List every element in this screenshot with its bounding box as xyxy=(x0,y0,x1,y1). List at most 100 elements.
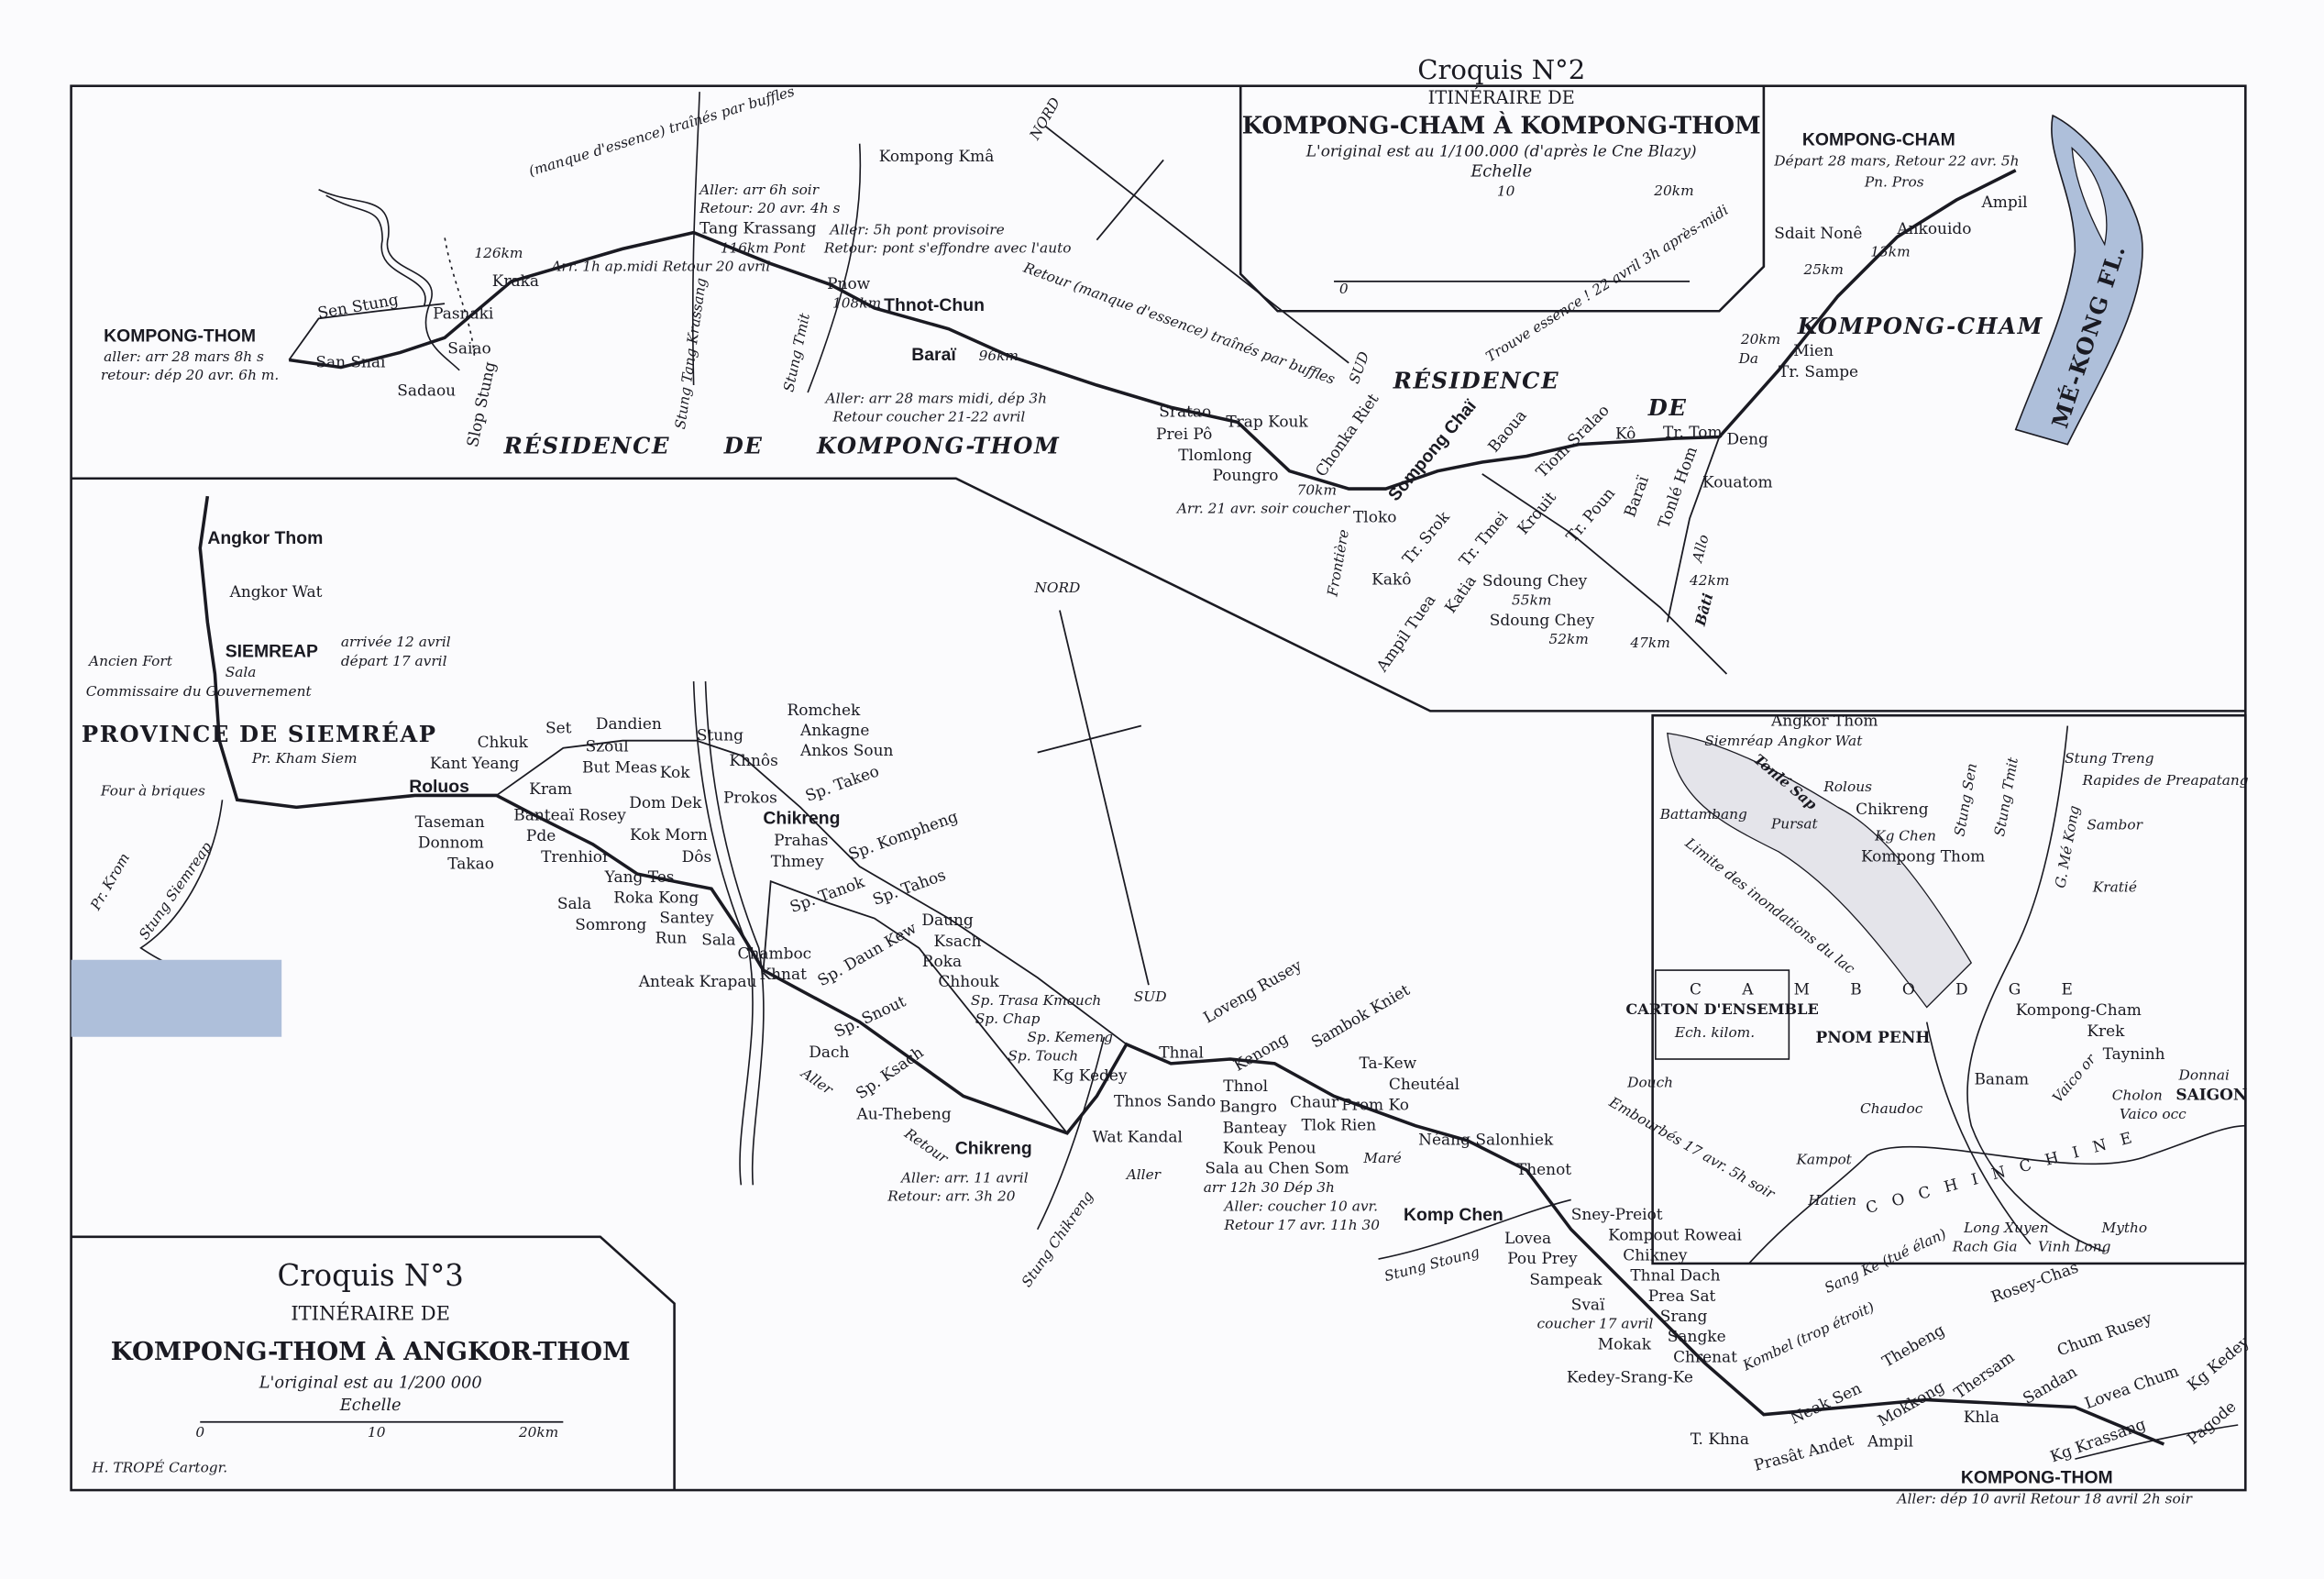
place-label: Set xyxy=(545,719,572,737)
place-label: Retour: 20 avr. 4h s xyxy=(699,200,841,216)
inset-label: Sambor xyxy=(2087,817,2143,834)
place-label: Dach xyxy=(809,1043,849,1061)
carton-inset-border xyxy=(1651,713,2247,1265)
place-label: Somrong xyxy=(575,915,646,933)
mekong-river xyxy=(2014,114,2143,446)
cartographer-credit: H. TROPÉ Cartogr. xyxy=(91,1460,227,1476)
croquis3-scale-20: 20km xyxy=(518,1424,558,1441)
inset-label: Hatien xyxy=(1807,1192,1856,1209)
inset-label: Pursat xyxy=(1770,815,1819,832)
place-label: Commissaire du Gouvernement xyxy=(86,683,313,700)
place-label: Four à briques xyxy=(100,782,205,799)
north-arrow-lower xyxy=(1059,610,1150,986)
inset-label: Siemréap xyxy=(1704,733,1773,749)
place-label: 47km xyxy=(1629,635,1669,651)
place-label: Sdoung Chey xyxy=(1490,611,1595,629)
place-label: Thebeng xyxy=(1878,1320,1947,1371)
croquis2-subtitle: ITINÉRAIRE DE xyxy=(1428,87,1575,108)
place-label: Sp. Snout xyxy=(831,991,909,1041)
inset-label: C A M B O D G E xyxy=(1690,979,2090,998)
place-label: Sala xyxy=(557,894,591,912)
place-label: Chum Rusey xyxy=(2054,1308,2154,1360)
croquis2-scale-0: 0 xyxy=(1339,281,1349,297)
place-label: Thmey xyxy=(771,852,824,870)
place-label: Sp. Tanok xyxy=(788,872,867,916)
slop-stung xyxy=(444,237,476,356)
place-label: Kouk Penou xyxy=(1223,1139,1316,1157)
place-label: Thnal xyxy=(1159,1043,1204,1061)
place-label: Kraka xyxy=(492,271,539,290)
place-label: 96km xyxy=(979,348,1019,364)
place-label: Srang xyxy=(1660,1307,1708,1325)
inset-label: Angkor Wat xyxy=(1777,733,1863,749)
inset-label: Kampot xyxy=(1795,1152,1852,1168)
inset-label: Tayninh xyxy=(2103,1044,2165,1063)
stung-stoung xyxy=(1378,1198,1571,1260)
croquis2-name: KOMPONG-CHAM À KOMPONG-THOM xyxy=(1242,110,1761,139)
place-label: Banteaï Rosey xyxy=(513,806,626,824)
place-label: Ampil Tuea xyxy=(1372,591,1439,675)
inset-mekong xyxy=(1966,725,2106,1253)
place-label: Chikreng xyxy=(955,1138,1032,1158)
place-label: Tonlé Hom xyxy=(1654,444,1701,530)
place-label: Tlomlong xyxy=(1178,446,1252,464)
place-label: Santey xyxy=(659,908,714,926)
place-label: 126km xyxy=(474,245,523,261)
place-label: Kg Krassang xyxy=(2048,1414,2149,1465)
place-label: Sen Stung xyxy=(316,290,400,322)
place-label: Romchek xyxy=(787,701,861,719)
region-residence-kompong-cham-3: KOMPONG-CHAM xyxy=(1797,313,2043,339)
place-label: Chaur xyxy=(1290,1093,1339,1111)
place-label: Stung Tmit xyxy=(780,311,813,393)
sketch-divider xyxy=(71,477,2246,712)
place-label: 42km xyxy=(1689,572,1729,589)
place-label: Sadaou xyxy=(397,381,456,399)
place-label: Da xyxy=(1738,350,1758,367)
place-label: Arr. 1h ap.midi Retour 20 avril xyxy=(549,259,770,275)
croquis3-note: L'original est au 1/200 000 xyxy=(259,1375,482,1393)
place-label: Pou Prey xyxy=(1507,1249,1578,1267)
inset-label: Rolous xyxy=(1823,778,1872,795)
place-label: 25km xyxy=(1803,261,1844,278)
route-deng-bati xyxy=(1666,436,1721,623)
place-label: Kant Yeang xyxy=(430,754,520,772)
inset-label: Stung Sen xyxy=(1951,762,1980,837)
place-label: Kok xyxy=(660,763,690,781)
inset-label: Battambang xyxy=(1659,806,1747,823)
place-label: Sandan xyxy=(2020,1362,2080,1408)
place-label: Kok Morn xyxy=(630,825,708,844)
inset-label: Banam xyxy=(1974,1069,2029,1088)
north-arrow-upper xyxy=(1044,125,1349,364)
place-label: Stung xyxy=(697,726,743,745)
place-label: Chkuk xyxy=(478,733,529,751)
place-label: Néang Salonhiek xyxy=(1418,1131,1554,1149)
place-label: Kg Kedey xyxy=(1052,1066,1128,1084)
place-label: Frontière xyxy=(1324,528,1352,599)
place-label: Szoul xyxy=(586,737,629,756)
place-label: Ancien Fort xyxy=(87,653,173,669)
region-province-siemreap: PROVINCE DE SIEMRÉAP xyxy=(82,721,437,747)
place-label: Tang Krassang xyxy=(699,218,817,237)
place-label: Trap Kouk xyxy=(1226,412,1308,430)
place-label: 52km xyxy=(1548,631,1588,647)
place-label: Retour (manque d'essence) traînés par bu… xyxy=(1020,259,1338,387)
place-label: Ksach xyxy=(934,932,982,950)
inset-coast xyxy=(1748,1124,2246,1264)
place-label: Baraï xyxy=(1620,473,1652,520)
inset-label: Kg Chen xyxy=(1874,828,1936,845)
inset-label: Chaudoc xyxy=(1860,1100,1923,1117)
place-label: Roka Kong xyxy=(613,888,699,906)
place-label: Prei Pô xyxy=(1156,425,1212,443)
place-label: Saiao xyxy=(447,338,490,357)
place-label: Retour: pont s'effondre avec l'auto xyxy=(823,239,1072,256)
place-label: Ankagne xyxy=(799,721,869,739)
place-label: Kouatom xyxy=(1702,473,1773,491)
place-label: Chikney xyxy=(1623,1246,1688,1264)
place-label: Deng xyxy=(1726,430,1768,448)
place-label: Stung Tang Krassang xyxy=(672,277,710,430)
inset-label: Kratié xyxy=(2092,878,2137,895)
place-label: Sp. Kemeng xyxy=(1027,1029,1113,1045)
place-label: Chhouk xyxy=(938,972,999,990)
place-label: Ta-Kew xyxy=(1360,1054,1417,1072)
stung-tmit xyxy=(807,143,862,393)
